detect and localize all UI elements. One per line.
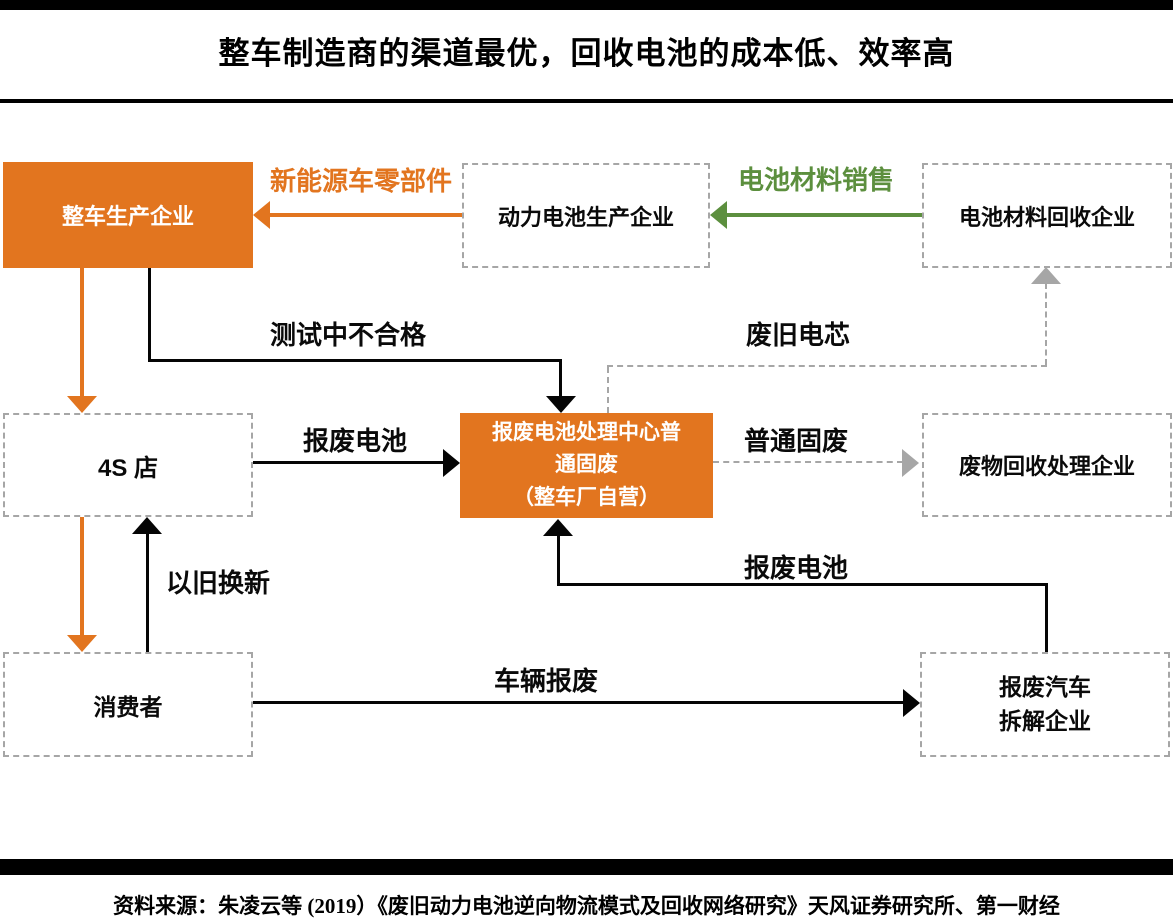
arrow-ev-parts-head-left-icon bbox=[253, 201, 270, 229]
arrow-4s-to-consumer-line bbox=[80, 517, 84, 635]
edge-label-test-failed: 测试中不合格 bbox=[270, 320, 427, 350]
arrow-ev-parts-line bbox=[268, 213, 462, 217]
arrow-test-failed-seg3 bbox=[559, 359, 562, 396]
arrow-scrap-battery-right-head-up-icon bbox=[543, 519, 573, 536]
node-waste-processor: 废物回收处理企业 bbox=[922, 413, 1172, 517]
node-treatment-center: 报废电池处理中心普 通固废 （整车厂自营） bbox=[460, 413, 713, 518]
node-label-line1: 报废汽车 bbox=[999, 674, 1091, 701]
node-consumer: 消费者 bbox=[3, 652, 253, 757]
arrow-trade-in-head-up-icon bbox=[132, 517, 162, 534]
arrow-vm-to-4s-line bbox=[80, 268, 84, 396]
edge-label-general-waste: 普通固废 bbox=[744, 426, 849, 456]
node-battery-manufacturer: 动力电池生产企业 bbox=[462, 163, 710, 268]
edge-label-ev-parts: 新能源车零部件 bbox=[270, 166, 453, 196]
arrow-scrap-battery-right-seg3 bbox=[557, 536, 560, 586]
node-label: 动力电池生产企业 bbox=[497, 204, 674, 230]
arrow-scrap-battery-left-head-right-icon bbox=[443, 449, 460, 477]
node-dismantler: 报废汽车 拆解企业 bbox=[920, 652, 1170, 757]
bottom-rule bbox=[0, 859, 1173, 875]
node-label-line2: 拆解企业 bbox=[999, 707, 1091, 734]
arrow-test-failed-head-down-icon bbox=[546, 396, 576, 413]
arrow-scrap-battery-right-seg1 bbox=[1045, 583, 1048, 652]
edge-label-material-sales: 电池材料销售 bbox=[738, 165, 895, 195]
node-vehicle-manufacturer: 整车生产企业 bbox=[3, 162, 253, 268]
title-underline bbox=[0, 99, 1173, 103]
arrow-test-failed-seg2 bbox=[148, 359, 562, 362]
arrow-vehicle-scrap-head-right-icon bbox=[903, 689, 920, 717]
source-note: 资料来源：朱凌云等 (2019）《废旧动力电池逆向物流模式及回收网络研究》天风证… bbox=[113, 894, 1060, 918]
arrow-general-waste-head-right-icon bbox=[902, 449, 919, 477]
arrow-material-sales-line bbox=[726, 213, 922, 217]
arrow-scrap-battery-right-seg2 bbox=[557, 583, 1048, 586]
node-label-line1: 报废电池处理中心普 bbox=[492, 420, 681, 444]
arrow-waste-cells-seg1 bbox=[607, 367, 609, 413]
node-material-recycler: 电池材料回收企业 bbox=[922, 163, 1172, 268]
figure-title: 整车制造商的渠道最优，回收电池的成本低、效率高 bbox=[218, 36, 955, 71]
node-label: 整车生产企业 bbox=[61, 204, 194, 229]
node-label: 消费者 bbox=[93, 693, 163, 720]
edge-label-scrap-battery-left: 报废电池 bbox=[303, 426, 408, 456]
arrow-vm-to-4s-head-down-icon bbox=[67, 396, 97, 413]
node-label: 废物回收处理企业 bbox=[958, 454, 1135, 479]
arrow-waste-cells-head-up-icon bbox=[1031, 267, 1061, 284]
arrow-trade-in-line bbox=[146, 534, 149, 652]
node-dealer-4s: 4S 店 bbox=[3, 413, 253, 517]
arrow-4s-to-consumer-head-down-icon bbox=[67, 635, 97, 652]
node-label-line2: 通固废 bbox=[555, 453, 618, 477]
edge-label-vehicle-scrap: 车辆报废 bbox=[494, 666, 599, 696]
arrow-vehicle-scrap-line bbox=[253, 701, 904, 704]
arrow-material-sales-head-left-icon bbox=[710, 201, 727, 229]
node-label: 电池材料回收企业 bbox=[958, 204, 1135, 230]
arrow-scrap-battery-left-line bbox=[253, 461, 444, 464]
arrow-general-waste-line bbox=[713, 461, 903, 463]
edge-label-scrap-battery-right: 报废电池 bbox=[744, 553, 849, 583]
edge-label-waste-cells: 废旧电芯 bbox=[746, 320, 851, 350]
arrow-test-failed-seg1 bbox=[148, 268, 151, 362]
node-label-line3: （整车厂自营） bbox=[513, 485, 660, 509]
edge-label-trade-in: 以旧换新 bbox=[166, 568, 271, 598]
arrow-waste-cells-seg2 bbox=[607, 365, 1047, 367]
top-rule bbox=[0, 0, 1173, 10]
node-label: 4S 店 bbox=[97, 454, 159, 482]
arrow-waste-cells-seg3 bbox=[1045, 283, 1047, 365]
